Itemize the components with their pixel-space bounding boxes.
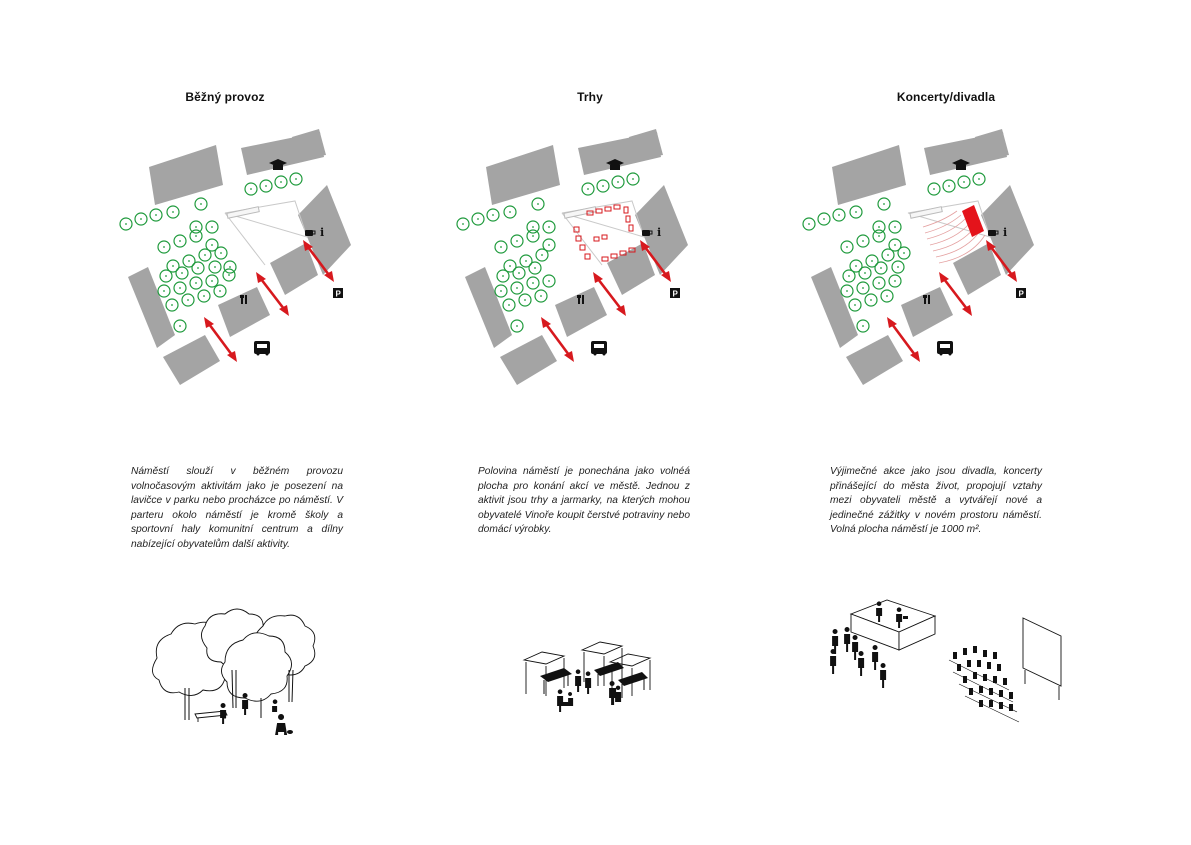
restaurant-icon (577, 295, 584, 304)
market-stalls (573, 204, 636, 262)
restaurant-icon (923, 295, 930, 304)
building (128, 267, 175, 348)
info-icon: i (657, 226, 661, 239)
standing-crowd (830, 627, 887, 688)
cafe-icon (642, 230, 653, 236)
bench (226, 206, 260, 219)
building (981, 185, 1034, 275)
site-plan: i P (75, 115, 375, 405)
building (292, 129, 326, 159)
panel-title: Běžný provoz (185, 90, 265, 104)
panel-markets: Trhy (412, 0, 712, 845)
parking-icon: P (670, 288, 680, 299)
concert-illustration (795, 590, 1095, 750)
panel-description: Výjimečné akce jako jsou divadla, koncer… (830, 466, 1042, 536)
stage (962, 205, 984, 237)
svg-text:P: P (1019, 290, 1025, 299)
building (218, 287, 270, 337)
panel-title: Trhy (577, 90, 603, 104)
building (607, 243, 655, 295)
building (832, 145, 906, 205)
building (901, 287, 953, 337)
stall-roof (522, 651, 566, 665)
bus-icon (254, 341, 270, 356)
building (635, 185, 688, 275)
site-plan: i P (795, 115, 1095, 405)
building (975, 129, 1009, 159)
graduation-cap-icon (952, 159, 970, 170)
seated-audience (953, 646, 1013, 711)
cafe-icon (988, 230, 999, 236)
bench (563, 206, 597, 219)
svg-text:P: P (336, 290, 342, 299)
trees (119, 172, 303, 333)
building (465, 267, 512, 348)
tree-canopy (221, 632, 292, 702)
stall-roof (580, 641, 624, 655)
building (298, 185, 351, 275)
building (486, 145, 560, 205)
site-plan: i P (412, 115, 712, 405)
restaurant-icon (240, 295, 247, 304)
building (500, 335, 557, 385)
bench (909, 206, 943, 219)
bus-icon (937, 341, 953, 356)
building (149, 145, 223, 205)
graduation-cap-icon (606, 159, 624, 170)
screen (1022, 617, 1062, 700)
panel-description: Polovina náměstí je ponechána jako volné… (478, 466, 690, 536)
plaza-lines (224, 200, 308, 266)
panel-title: Koncerty/divadla (896, 90, 996, 104)
graduation-cap-icon (269, 159, 287, 170)
building (270, 243, 318, 295)
building (163, 335, 220, 385)
stall-counters (540, 662, 648, 686)
parking-icon: P (333, 288, 343, 299)
park-illustration (75, 590, 375, 750)
building (811, 267, 858, 348)
performers (876, 601, 908, 628)
info-icon: i (1003, 226, 1007, 239)
parking-icon: P (1016, 288, 1026, 299)
buildings (128, 129, 351, 385)
bus-icon (591, 341, 607, 356)
building (555, 287, 607, 337)
panel-concerts-theatre: Koncerty/divadla (795, 0, 1095, 845)
stage-platform (849, 599, 937, 651)
people (220, 693, 293, 735)
people (557, 669, 622, 712)
access-arrows (204, 240, 334, 362)
building (846, 335, 903, 385)
svg-text:P: P (673, 290, 679, 299)
building (953, 243, 1001, 295)
panel-description: Náměstí slouží v běžném provozu volnočas… (131, 466, 343, 550)
tree-centers (125, 178, 297, 327)
cafe-icon (305, 230, 316, 236)
info-icon: i (320, 226, 324, 239)
panel-regular-operation: Běžný provoz (75, 0, 375, 845)
building (629, 129, 663, 159)
market-illustration (412, 590, 712, 750)
